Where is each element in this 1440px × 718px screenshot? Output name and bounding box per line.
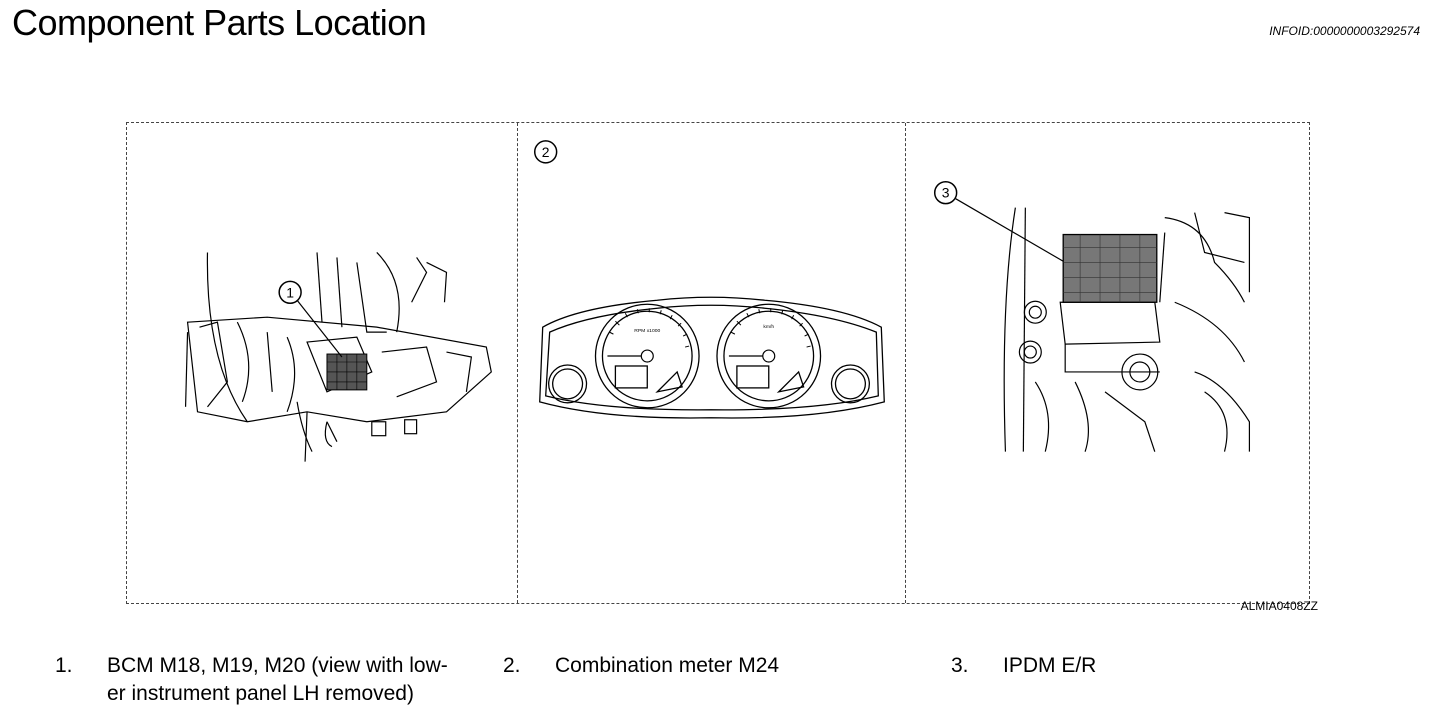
ipdm-illustration: 3 xyxy=(933,181,1251,452)
legend-text: Combination meter M24 xyxy=(555,654,780,677)
info-id: INFOID:0000000003292574 xyxy=(1269,24,1420,38)
callout-2: 2 xyxy=(542,144,550,160)
callout-3: 3 xyxy=(942,185,950,201)
tachometer-label: RPM x1000 xyxy=(634,328,660,334)
legend-number: 2. xyxy=(503,654,521,677)
bcm-illustration: 1 xyxy=(184,252,492,462)
panel-divider xyxy=(517,123,518,603)
panel-divider xyxy=(905,123,906,603)
bcm-illustration-panel: 1 xyxy=(127,123,517,603)
legend-text-line: er instrument panel LH removed) xyxy=(107,682,414,705)
legend-number: 1. xyxy=(55,654,73,677)
combination-meter-illustration: 2 xyxy=(533,140,885,419)
legend-text: BCM M18, M19, M20 (view with low- er ins… xyxy=(107,652,507,708)
page-title: Component Parts Location xyxy=(12,2,427,43)
speedometer-label: km/h xyxy=(763,324,774,330)
legend-text-line: BCM M18, M19, M20 (view with low- xyxy=(107,654,448,677)
callout-1: 1 xyxy=(286,284,294,300)
combination-meter-panel: 2 xyxy=(517,123,905,603)
ipdm-illustration-panel: 3 xyxy=(905,123,1311,603)
legend-number: 3. xyxy=(951,654,969,677)
legend-text: IPDM E/R xyxy=(1003,654,1097,677)
component-figure: 1 2 xyxy=(126,122,1310,604)
figure-code: ALMIA0408ZZ xyxy=(1240,599,1318,613)
